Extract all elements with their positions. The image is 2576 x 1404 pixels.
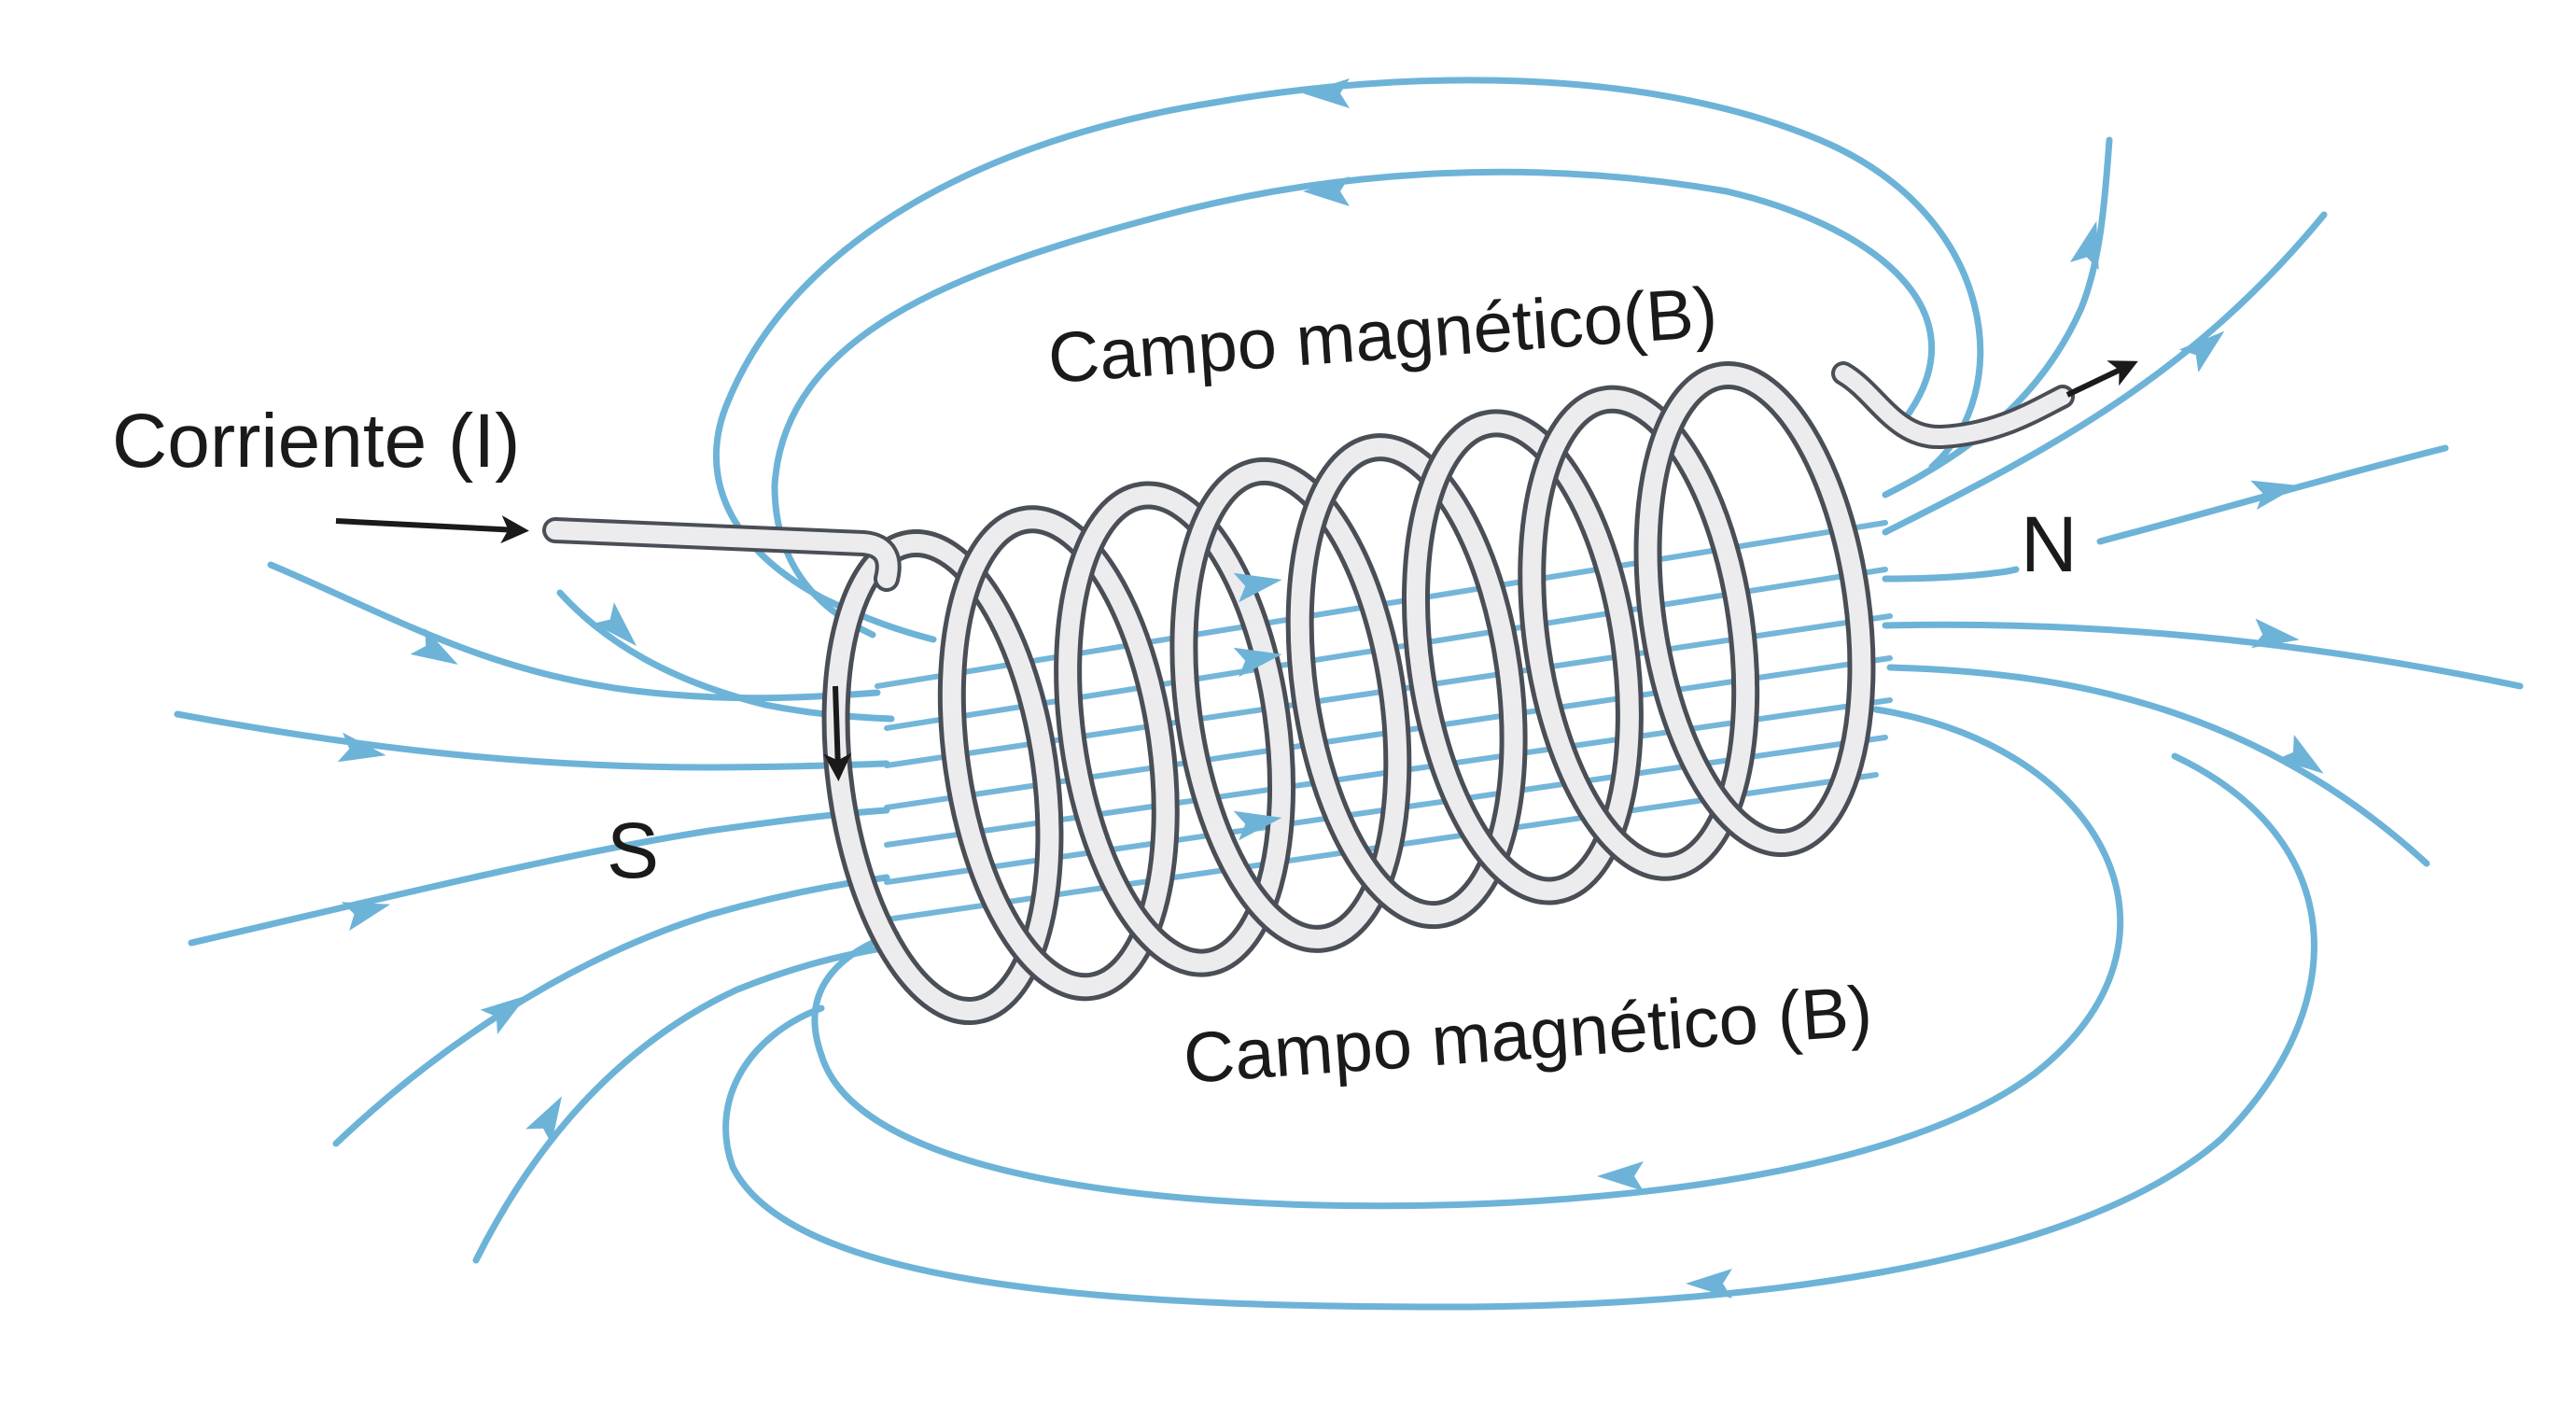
field-arrowhead: [1686, 1269, 1732, 1299]
coil-turn: [942, 510, 1175, 997]
field-lines-top-loops: [713, 77, 1984, 643]
field-arrowhead: [525, 1096, 562, 1144]
field-line-top-inner: [771, 168, 1936, 639]
north-pole-label: N: [2021, 500, 2078, 588]
field-direction-arrows: [337, 78, 2324, 1299]
current-input-arrow: [335, 515, 529, 544]
field-line-left-5: [332, 874, 890, 1147]
lead-wire-in: [546, 521, 898, 588]
field-label-bottom: Campo magnético (B): [1181, 972, 1874, 1099]
field-line-right-3: [1882, 566, 2020, 583]
field-line-right-4: [1882, 621, 2524, 690]
current-coil-direction-arrow: [823, 685, 852, 781]
field-arrowhead: [337, 732, 386, 763]
lead-wire-out: [1835, 365, 2071, 445]
field-line-right-1: [1882, 136, 2113, 498]
coil-turn: [1290, 438, 1523, 925]
lead-wires: [542, 361, 2075, 592]
coil-turn: [1058, 485, 1292, 973]
field-arrowhead: [341, 902, 391, 932]
field-arrowhead: [2276, 734, 2324, 774]
field-line-right-2: [1882, 211, 2328, 536]
field-arrowhead: [1233, 572, 1282, 603]
coil-turn: [1174, 461, 1407, 948]
coil: [821, 360, 1876, 1026]
field-line-left-3: [174, 710, 890, 771]
field-arrowhead: [1303, 176, 1350, 206]
field-arrowhead: [1303, 78, 1350, 108]
field-line-right-5: [1886, 664, 2430, 867]
current-label: Corriente (I): [112, 399, 520, 484]
field-arrowhead: [2250, 480, 2300, 511]
field-arrowhead: [2178, 330, 2225, 372]
field-line-left-4: [188, 807, 890, 947]
field-label-top: Campo magnético(B): [1045, 273, 1719, 399]
field-arrowhead: [1597, 1161, 1644, 1191]
field-line-left-1: [267, 561, 881, 702]
south-pole-label: S: [607, 807, 659, 894]
field-line-bottom-outer: [722, 752, 2317, 1311]
field-lines-left: [174, 561, 895, 1264]
field-arrowhead: [410, 628, 458, 665]
coil-turn: [1522, 389, 1756, 877]
field-lines-bottom-loops: [722, 706, 2317, 1311]
field-line-bottom-inner: [811, 706, 2123, 1210]
field-arrowhead: [2251, 618, 2300, 649]
field-line-top-outer: [713, 77, 1984, 643]
coil-turn: [1638, 365, 1871, 853]
coil-turn: [826, 533, 1059, 1021]
field-arrowhead: [480, 995, 527, 1035]
field-arrowhead: [2069, 220, 2099, 271]
field-arrowhead: [593, 602, 637, 646]
field-arrowhead: [1233, 810, 1282, 841]
field-arrowhead: [1233, 647, 1282, 678]
current-arrows: [335, 360, 2138, 781]
current-output-arrow: [2065, 360, 2138, 398]
coil-turn: [1406, 414, 1639, 901]
field-line-left-6: [472, 944, 890, 1264]
field-lines-right: [1882, 136, 2524, 867]
